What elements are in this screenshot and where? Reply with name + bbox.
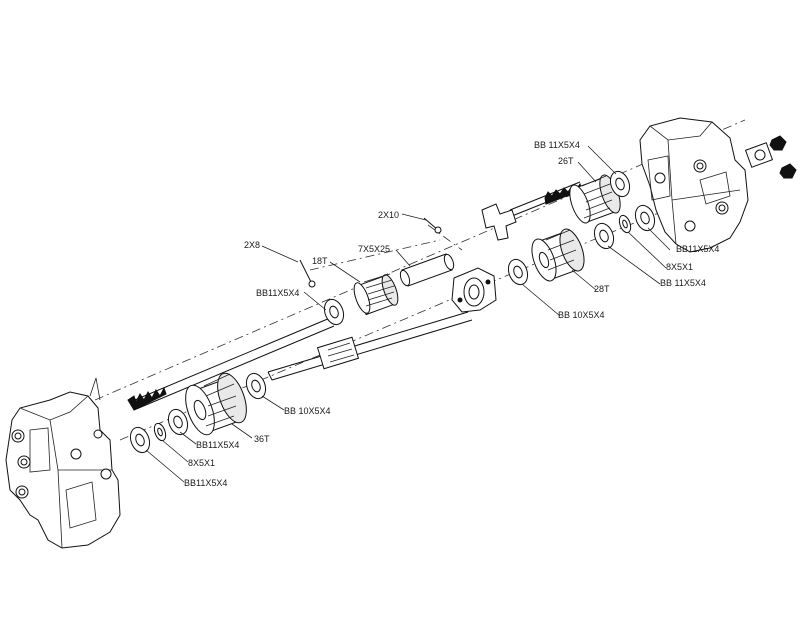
label-28t: 28T	[594, 284, 610, 294]
bearing-left-upper	[323, 298, 345, 326]
label-bb-11x5x4-top: BB 11X5X4	[534, 140, 580, 150]
label-bb-11x5x4-right2: BB 11X5X4	[660, 278, 706, 288]
bearings	[129, 170, 656, 454]
bearing-right-b	[634, 204, 656, 232]
label-26t: 26T	[558, 156, 574, 166]
gear-18t	[353, 273, 399, 316]
label-bb11x5x4-bottom: BB11X5X4	[184, 478, 227, 488]
bearing-top-right-a	[609, 170, 631, 198]
top-right-fasteners	[744, 135, 797, 179]
left-gearbox-housing	[5, 377, 121, 549]
center-hub	[451, 267, 497, 313]
leader-lines	[145, 145, 671, 483]
washer-right	[618, 214, 632, 234]
label-bb-10x5x4-mid: BB 10X5X4	[558, 310, 605, 320]
right-gearbox-housing	[639, 117, 749, 253]
label-bb11x5x4-right: BB11X5X4	[676, 244, 719, 254]
label-8x5x1-right: 8X5X1	[666, 262, 693, 272]
label-18t: 18T	[312, 256, 328, 266]
lower-shaft	[267, 311, 473, 381]
bearing-left-b	[129, 426, 151, 454]
spacer-tube	[399, 253, 455, 287]
bearing-lower-mid	[245, 372, 267, 400]
part-labels: BB 11X5X4 26T BB11X5X4 8X5X1 BB 11X5X4 2…	[184, 140, 719, 488]
bearing-left-a	[167, 408, 189, 436]
label-2x8: 2X8	[244, 240, 260, 250]
washer-left	[153, 422, 167, 442]
label-7x5x25: 7X5X25	[358, 244, 390, 254]
label-bb-10x5x4-low: BB 10X5X4	[284, 406, 331, 416]
bearing-right-c	[593, 222, 615, 250]
bearing-mid	[507, 258, 529, 286]
gear-28t	[531, 228, 585, 282]
label-bb11x5x4-left: BB11X5X4	[256, 288, 299, 298]
gear-26t	[569, 174, 621, 224]
label-bb11x5x4-low: BB11X5X4	[196, 440, 239, 450]
pins	[299, 217, 442, 288]
left-shaft	[127, 317, 335, 411]
label-8x5x1-low: 8X5X1	[188, 458, 215, 468]
label-2x10: 2X10	[378, 210, 399, 220]
gear-36t	[185, 372, 247, 436]
label-36t: 36T	[254, 434, 270, 444]
